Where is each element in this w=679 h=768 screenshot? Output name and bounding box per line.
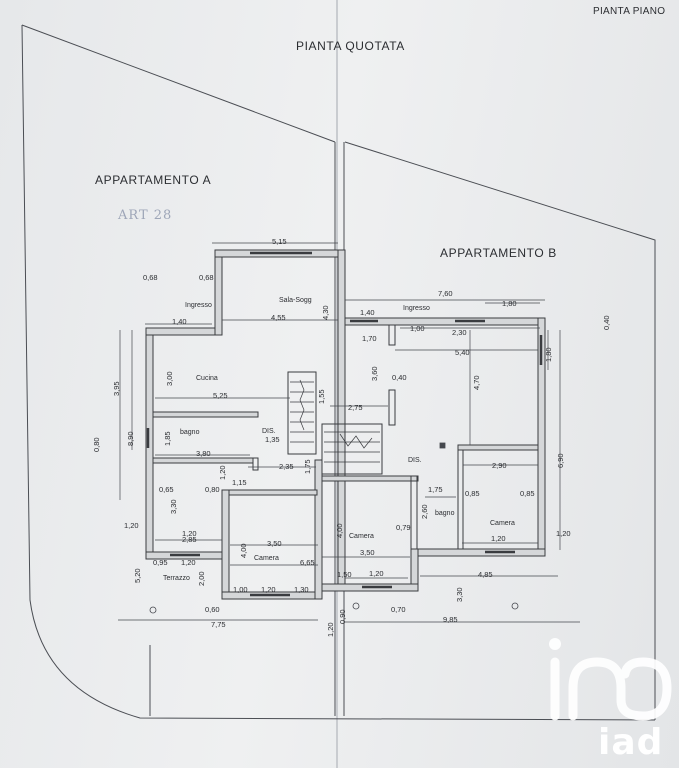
dimension-label: 2,75 [348, 403, 363, 412]
dimension-label: 7,60 [438, 289, 453, 298]
dimension-label: 7,75 [211, 620, 226, 629]
dimension-label: 1,00 [233, 585, 248, 594]
dimension-label: 0,85 [465, 489, 480, 498]
dimension-lines [118, 242, 580, 623]
apartment-a-label: APPARTAMENTO A [95, 173, 212, 187]
dimension-label: 2,85 [182, 535, 197, 544]
dimension-label: 1,20 [124, 521, 139, 530]
dimension-label: 1,75 [428, 485, 443, 494]
dimension-label: 3,60 [370, 366, 379, 381]
dimension-label: 5,40 [455, 348, 470, 357]
room-label: DIS. [262, 428, 276, 435]
dimension-label: 1,35 [265, 435, 280, 444]
dimension-label: 4,85 [478, 570, 493, 579]
dimension-label: 2,35 [279, 462, 294, 471]
dimension-label: 1,80 [502, 299, 517, 308]
dimension-label: 1,55 [317, 389, 326, 404]
dimension-label: 1,30 [294, 585, 309, 594]
dimension-label: 8,90 [126, 431, 135, 446]
walls [145, 249, 546, 600]
dimension-label: 3,00 [165, 371, 174, 386]
dimension-label: 3,50 [267, 539, 282, 548]
room-label: Sala-Sogg [279, 297, 312, 304]
room-label: Terrazzo [163, 575, 190, 582]
sheet-label: PIANTA PIANO [593, 6, 666, 17]
dimension-label: 4,00 [239, 543, 248, 558]
dimension-label: 4,70 [472, 375, 481, 390]
dimension-label: 1,20 [218, 465, 227, 480]
dimension-label: 0,95 [153, 558, 168, 567]
iad-logo-icon [549, 638, 672, 721]
dimension-label: 0,40 [602, 315, 611, 330]
dimension-label: 0,85 [520, 489, 535, 498]
dimension-label: 1,80 [544, 347, 553, 362]
dimension-label: 1,15 [232, 478, 247, 487]
dimension-label: 2,30 [452, 328, 467, 337]
handwritten-note: ART 28 [118, 208, 173, 223]
dimension-label: 1,20 [182, 529, 197, 538]
dimension-label: 3,30 [455, 587, 464, 602]
dimension-label: 0,60 [205, 605, 220, 614]
dimension-label: 2,60 [420, 504, 429, 519]
iad-logo-text: iad [598, 722, 664, 763]
dimension-label: 3,95 [112, 381, 121, 396]
dimension-label: 1,40 [172, 317, 187, 326]
room-label: Camera [349, 533, 374, 540]
drawing-title: PIANTA QUOTATA [296, 39, 405, 53]
dimension-label: 1,00 [410, 324, 425, 333]
dimension-label: 1,85 [163, 431, 172, 446]
dimension-label: 3,30 [169, 499, 178, 514]
room-label: Camera [490, 520, 515, 527]
dimension-label: 1,75 [303, 459, 312, 474]
dimension-label: 0,80 [205, 485, 220, 494]
dimension-label: 1,20 [181, 558, 196, 567]
dimension-label: 9,85 [443, 615, 458, 624]
dimension-label: 4,00 [335, 523, 344, 538]
dimension-label: 3,80 [196, 449, 211, 458]
room-label: bagno [435, 510, 455, 517]
dimension-label: 0,68 [143, 273, 158, 282]
room-label: Ingresso [403, 305, 430, 312]
dimension-label: 0,80 [92, 437, 101, 452]
dimension-label: 0,65 [159, 485, 174, 494]
dimension-label: 0,70 [391, 605, 406, 614]
dimension-label: 2,00 [197, 571, 206, 586]
dimension-label: 0,68 [199, 273, 214, 282]
dimension-label: 2,90 [492, 461, 507, 470]
room-label: Ingresso [185, 302, 212, 309]
dimension-label: 1,40 [360, 308, 375, 317]
dimension-label: 0,90 [338, 609, 347, 624]
dimension-label: 3,50 [360, 548, 375, 557]
dimension-label: 0,79 [396, 523, 411, 532]
room-label: DIS. [408, 457, 422, 464]
apartment-b-label: APPARTAMENTO B [440, 246, 557, 260]
dimension-label: 1,20 [261, 585, 276, 594]
dimension-label: 0,40 [392, 373, 407, 382]
site-markers [149, 442, 519, 614]
dimension-label: 1,50 [337, 570, 352, 579]
dimension-label: 5,25 [213, 391, 228, 400]
dimension-label: 6,90 [556, 453, 565, 468]
dimension-label: 6,65 [300, 558, 315, 567]
dimension-label: 4,30 [321, 305, 330, 320]
room-label: Cucina [196, 375, 218, 382]
dimension-label: 5,15 [272, 237, 287, 246]
dimension-label: 1,20 [491, 534, 506, 543]
dimension-label: 4,55 [271, 313, 286, 322]
room-label: Camera [254, 555, 279, 562]
dimension-label: 1,70 [362, 334, 377, 343]
dimension-label: 1,20 [369, 569, 384, 578]
dimension-label: 5,20 [133, 568, 142, 583]
dimension-label: 1,20 [556, 529, 571, 538]
room-label: bagno [180, 429, 200, 436]
dimension-label: 1,20 [326, 622, 335, 637]
